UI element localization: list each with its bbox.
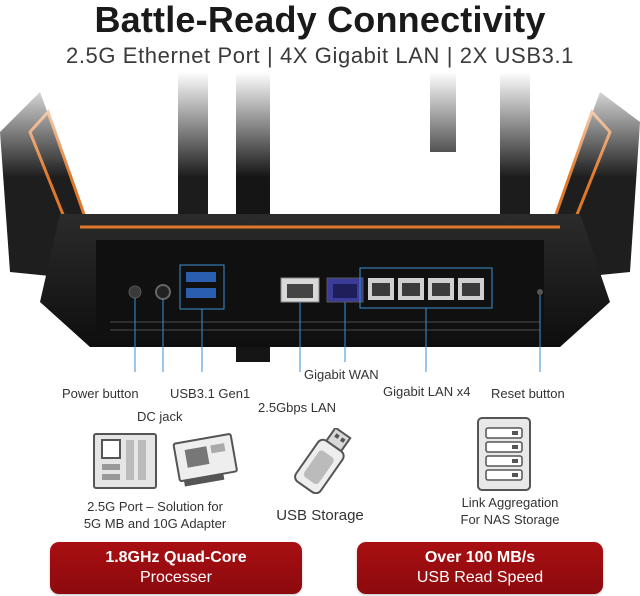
page-title: Battle-Ready Connectivity — [94, 0, 546, 40]
router-illustration — [0, 72, 640, 372]
badge-processor: 1.8GHz Quad-Core Processer — [50, 542, 302, 594]
page-subtitle: 2.5G Ethernet Port | 4X Gigabit LAN | 2X… — [66, 43, 574, 68]
callout-wan: Gigabit WAN — [304, 367, 379, 382]
feature-link-aggregation-line1: Link Aggregation — [461, 495, 559, 510]
badge-usb-speed-line1: Over 100 MB/s — [424, 549, 536, 566]
callout-dc-jack: DC jack — [137, 409, 183, 424]
badge-processor-line1: 1.8GHz Quad-Core — [105, 549, 247, 566]
callout-reset: Reset button — [491, 386, 565, 401]
badge-processor-line2: Processer — [139, 569, 213, 586]
callout-usb: USB3.1 Gen1 — [170, 386, 251, 401]
badge-usb-speed: Over 100 MB/s USB Read Speed — [357, 542, 603, 594]
feature-25g-line2: 5G MB and 10G Adapter — [83, 516, 227, 531]
feature-link-aggregation-line2: For NAS Storage — [460, 512, 560, 527]
callout-lan-25g: 2.5Gbps LAN — [258, 400, 337, 415]
feature-usb-storage: USB Storage — [276, 507, 364, 524]
callout-lan-x4: Gigabit LAN x4 — [383, 384, 471, 399]
motherboard-adapter-icon — [93, 433, 238, 489]
badge-usb-speed-line2: USB Read Speed — [416, 569, 544, 586]
nas-icon — [477, 417, 531, 491]
usb-drive-icon — [294, 428, 352, 494]
callout-power-button: Power button — [62, 386, 139, 401]
feature-25g-line1: 2.5G Port – Solution for — [87, 499, 223, 514]
